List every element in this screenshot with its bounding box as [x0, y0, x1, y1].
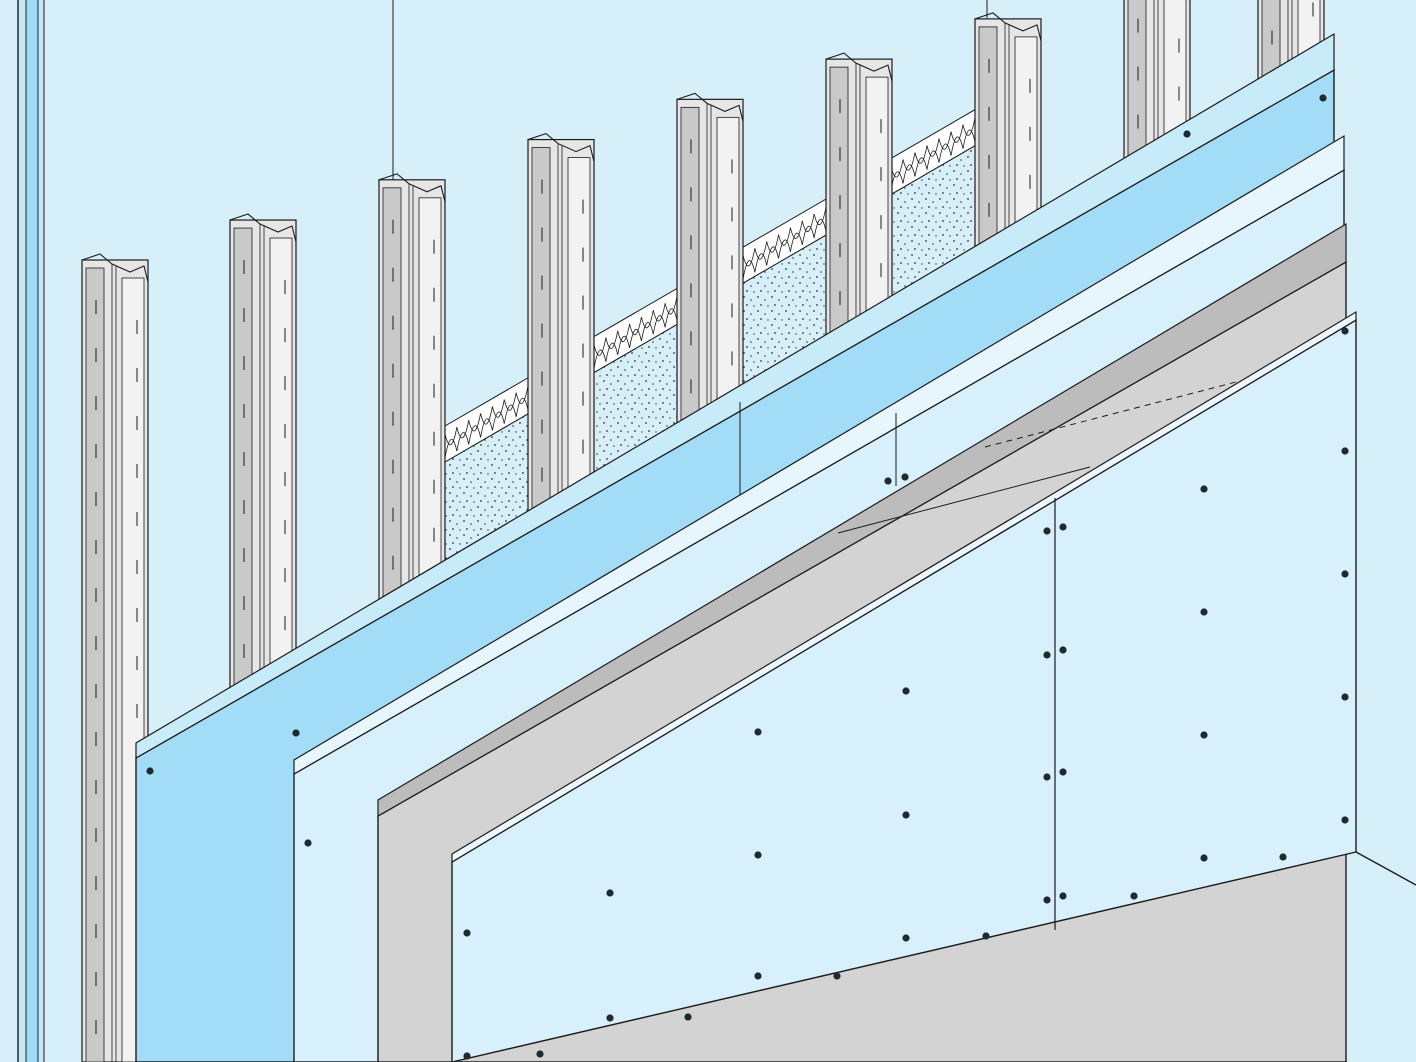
- screw-head: [902, 687, 910, 695]
- screw-head: [463, 1052, 471, 1060]
- screw-head: [606, 1014, 614, 1022]
- screw-head: [1059, 646, 1067, 654]
- screw-head: [1341, 816, 1349, 824]
- screw-head: [1341, 327, 1349, 335]
- screw-head: [1043, 773, 1051, 781]
- screw-head: [884, 477, 892, 485]
- screw-head: [833, 972, 841, 980]
- screw-head: [901, 473, 909, 481]
- screw-head: [902, 811, 910, 819]
- screw-head: [1200, 731, 1208, 739]
- screw-head: [292, 729, 300, 737]
- metal-stud: [378, 173, 446, 640]
- light-board-top-edge: [293, 134, 1345, 776]
- screw-head: [754, 851, 762, 859]
- screw-head: [982, 932, 990, 940]
- screw-head: [754, 728, 762, 736]
- screw-head: [606, 889, 614, 897]
- screw-head: [1059, 768, 1067, 776]
- screw-head: [463, 929, 471, 937]
- stud-framing: [81, 0, 1325, 1062]
- screw-head: [1043, 651, 1051, 659]
- screw-head: [684, 1013, 692, 1021]
- metal-stud: [229, 213, 297, 727]
- screw-head: [1341, 570, 1349, 578]
- screw-head: [1200, 854, 1208, 862]
- screw-head: [1341, 447, 1349, 455]
- screw-head: [1319, 94, 1327, 102]
- blue-board-top-edge: [135, 32, 1335, 760]
- screw-head: [1279, 853, 1287, 861]
- screw-head: [1130, 892, 1138, 900]
- left-edge-board: [17, 0, 45, 1062]
- screw-head: [1043, 896, 1051, 904]
- screw-head: [1043, 527, 1051, 535]
- screw-head: [1200, 608, 1208, 616]
- grey-board-top-edge: [377, 222, 1347, 818]
- screw-head: [1341, 693, 1349, 701]
- screw-head: [1059, 892, 1067, 900]
- screw-head: [754, 972, 762, 980]
- screw-head: [1183, 130, 1191, 138]
- screw-head: [536, 1050, 544, 1058]
- screw-head: [1059, 523, 1067, 531]
- floor-line: [1355, 851, 1416, 886]
- grey-board-joint: [837, 466, 1091, 534]
- screw-head: [304, 839, 312, 847]
- screw-head: [902, 934, 910, 942]
- screw-heads: [146, 94, 1349, 1060]
- screw-head: [146, 767, 154, 775]
- screw-head: [1200, 485, 1208, 493]
